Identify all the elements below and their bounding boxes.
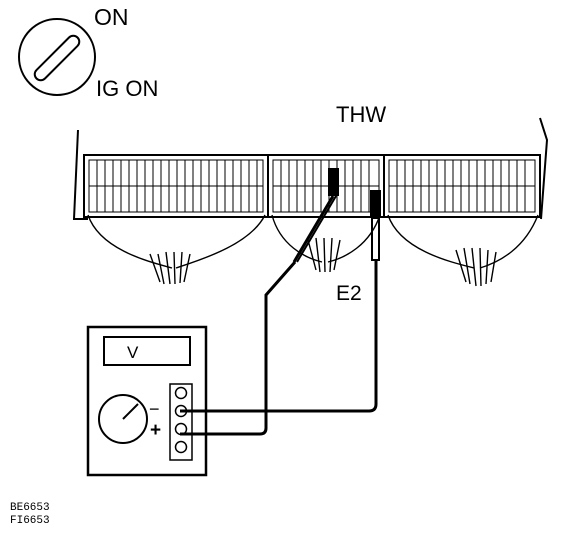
meter-display-label: V — [127, 343, 139, 362]
ignition-key-icon — [18, 18, 96, 96]
figure-code-2: FI6653 — [10, 515, 50, 527]
terminal-e2-label: E2 — [336, 282, 362, 305]
meter-positive-label: + — [150, 420, 162, 441]
figure-code-1: BE6653 — [10, 502, 50, 514]
ig-on-label: IG ON — [96, 76, 159, 101]
test-lead-positive — [180, 261, 297, 436]
ecu-connector-left — [83, 154, 269, 218]
wire-harness-left — [87, 214, 266, 285]
terminal-thw-label: THW — [336, 102, 387, 127]
multimeter — [86, 325, 208, 477]
probe-thw — [292, 168, 339, 263]
ecu-connector-right — [383, 154, 541, 218]
meter-negative-label: − — [149, 399, 160, 419]
ignition-on-label: ON — [94, 4, 129, 30]
test-lead-negative — [180, 260, 378, 413]
ecu-housing — [72, 117, 549, 220]
wire-harness-right — [387, 214, 539, 287]
wire-harness-center — [271, 214, 381, 273]
